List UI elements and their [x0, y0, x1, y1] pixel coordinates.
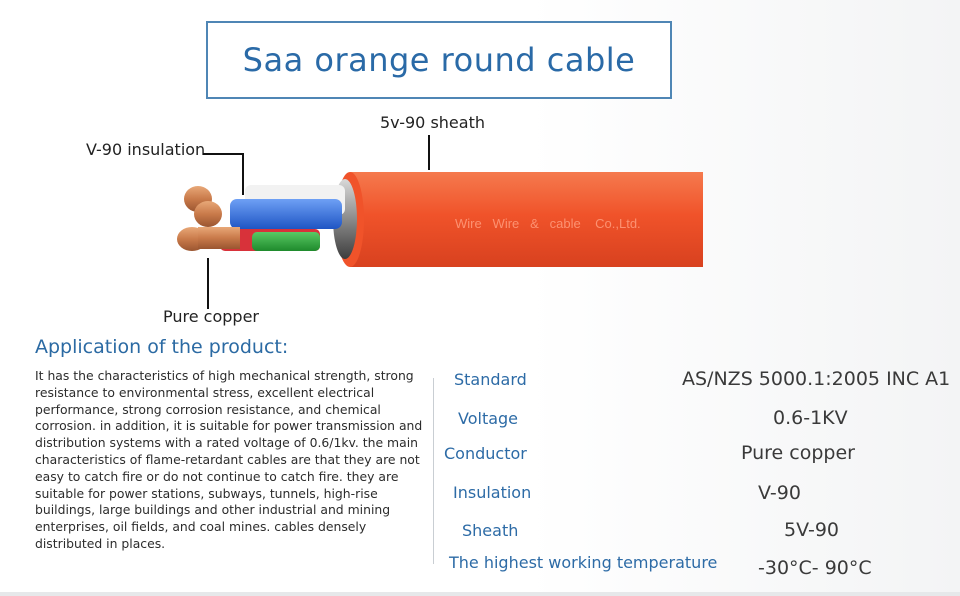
spec-value-standard: AS/NZS 5000.1:2005 INC A1	[682, 368, 951, 390]
insulation-leader-line	[203, 153, 244, 195]
insulation-callout-label: V-90 insulation	[86, 140, 206, 159]
spec-key-insulation: Insulation	[453, 483, 532, 502]
spec-value-conductor: Pure copper	[741, 442, 855, 464]
page-title: Saa orange round cable	[242, 41, 636, 79]
copper-strand-bottom-body	[198, 227, 240, 249]
outer-sheath	[350, 172, 703, 267]
spec-value-voltage: 0.6-1KV	[773, 407, 848, 429]
application-heading: Application of the product:	[35, 336, 289, 358]
spec-value-max-temperature: -30°C- 90°C	[758, 557, 872, 579]
spec-key-standard: Standard	[454, 370, 527, 389]
application-body: It has the characteristics of high mecha…	[35, 368, 423, 551]
bottom-edge	[0, 592, 960, 596]
spec-key-max-temperature: The highest working temperature	[449, 553, 718, 572]
copper-callout-label: Pure copper	[163, 307, 259, 326]
spec-key-voltage: Voltage	[458, 409, 519, 428]
copper-strand-middle	[194, 201, 222, 227]
spec-divider	[433, 378, 434, 564]
sheath-callout-label: 5v-90 sheath	[380, 113, 485, 132]
blue-core	[230, 199, 342, 229]
spec-key-sheath: Sheath	[462, 521, 519, 540]
spec-key-conductor: Conductor	[444, 444, 527, 463]
spec-value-insulation: V-90	[758, 482, 801, 504]
cable-illustration: Wire Wire & cable Co.,Ltd.	[177, 135, 703, 309]
green-core	[252, 232, 320, 251]
spec-value-sheath: 5V-90	[784, 519, 840, 541]
title-box: Saa orange round cable	[206, 21, 672, 99]
sheath-imprint-text: Wire Wire & cable Co.,Ltd.	[455, 216, 641, 231]
